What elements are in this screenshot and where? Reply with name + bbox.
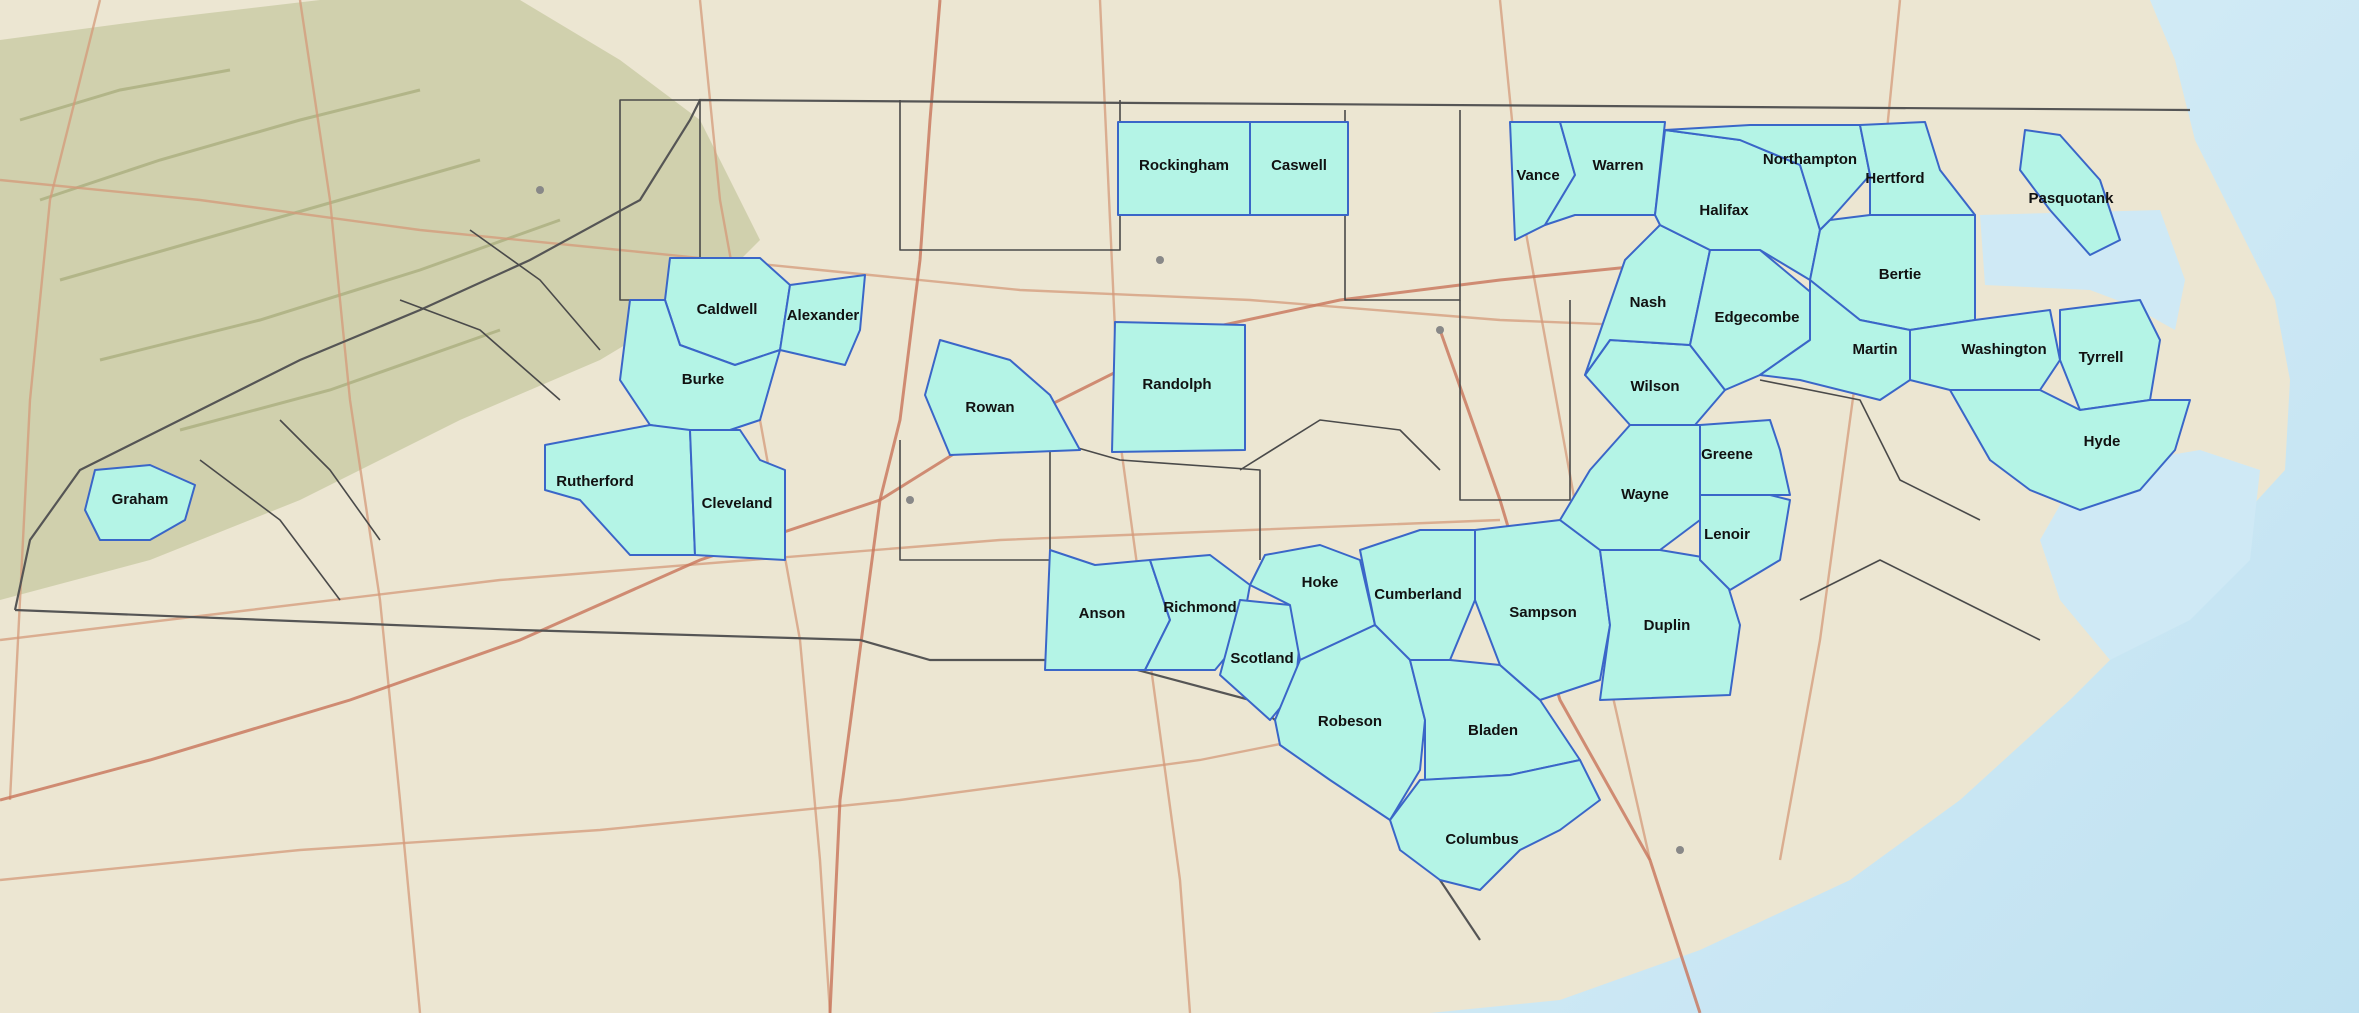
label-hyde: Hyde — [2084, 433, 2121, 450]
county-burke[interactable] — [619, 299, 781, 436]
county-greene[interactable] — [1699, 419, 1791, 496]
county-outlines — [199, 99, 2041, 641]
county-cleveland[interactable] — [689, 429, 786, 561]
county-alexander[interactable] — [779, 274, 866, 366]
mountain-ridges — [19, 68, 561, 432]
label-wilson: Wilson — [1630, 378, 1679, 395]
label-bertie: Bertie — [1879, 266, 1922, 283]
label-warren: Warren — [1592, 157, 1643, 174]
county-randolph[interactable] — [1111, 321, 1246, 453]
label-vance: Vance — [1516, 167, 1559, 184]
label-scotland: Scotland — [1230, 650, 1293, 667]
label-duplin: Duplin — [1644, 617, 1691, 634]
label-nash: Nash — [1630, 294, 1667, 311]
label-hoke: Hoke — [1302, 574, 1339, 591]
label-richmond: Richmond — [1163, 599, 1236, 616]
label-halifax: Halifax — [1699, 202, 1749, 219]
county-martin[interactable] — [1759, 279, 1911, 401]
label-rowan: Rowan — [965, 399, 1014, 416]
label-rutherford: Rutherford — [556, 473, 634, 490]
label-wayne: Wayne — [1621, 486, 1669, 503]
state-border — [13, 98, 2191, 611]
label-martin: Martin — [1853, 341, 1898, 358]
county-labels: Graham Caldwell Alexander Burke Rutherfo… — [112, 151, 2124, 848]
county-graham[interactable] — [84, 464, 196, 541]
label-sampson: Sampson — [1509, 604, 1577, 621]
county-pasquotank[interactable] — [2019, 129, 2121, 256]
label-rockingham: Rockingham — [1139, 157, 1229, 174]
label-northampton: Northampton — [1763, 151, 1857, 168]
label-burke: Burke — [682, 371, 725, 388]
label-greene: Greene — [1701, 446, 1753, 463]
label-bladen: Bladen — [1468, 722, 1518, 739]
label-caldwell: Caldwell — [697, 301, 758, 318]
label-anson: Anson — [1079, 605, 1126, 622]
county-hyde[interactable] — [1949, 389, 2191, 511]
label-pasquotank: Pasquotank — [2028, 190, 2114, 207]
county-duplin[interactable] — [1599, 549, 1741, 701]
label-cleveland: Cleveland — [702, 495, 773, 512]
county-robeson[interactable] — [1274, 624, 1426, 821]
county-rowan[interactable] — [924, 339, 1081, 456]
label-tyrrell: Tyrrell — [2079, 349, 2124, 366]
county-caswell[interactable] — [1249, 121, 1349, 216]
label-washington: Washington — [1961, 341, 2046, 358]
label-alexander: Alexander — [787, 307, 860, 324]
county-washington[interactable] — [1909, 309, 2061, 391]
label-lenoir: Lenoir — [1704, 526, 1750, 543]
label-randolph: Randolph — [1142, 376, 1211, 393]
label-graham: Graham — [112, 491, 169, 508]
label-robeson: Robeson — [1318, 713, 1382, 730]
label-edgecombe: Edgecombe — [1714, 309, 1799, 326]
town-markers — [536, 186, 1684, 854]
county-columbus[interactable] — [1389, 759, 1601, 891]
label-columbus: Columbus — [1445, 831, 1518, 848]
county-rutherford[interactable] — [544, 424, 696, 556]
label-cumberland: Cumberland — [1374, 586, 1462, 603]
label-hertford: Hertford — [1865, 170, 1924, 187]
county-warren[interactable] — [1544, 121, 1666, 226]
highlighted-counties — [84, 121, 2191, 891]
atlantic-ocean — [1430, 0, 2359, 1013]
label-caswell: Caswell — [1271, 157, 1327, 174]
